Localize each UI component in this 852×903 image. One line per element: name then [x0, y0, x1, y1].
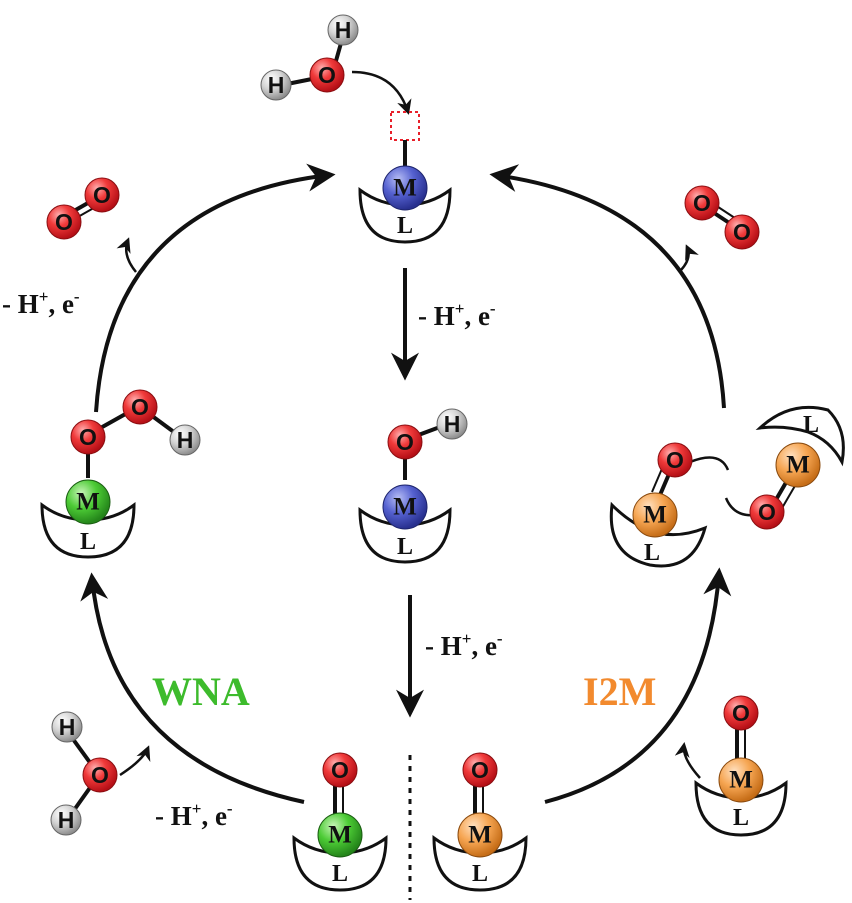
oxygen-atom — [84, 177, 120, 213]
svg-text:L: L — [803, 412, 819, 438]
metal-oxo-orange: O M L — [432, 752, 528, 892]
hydrogen-atom — [169, 424, 201, 456]
svg-text:L: L — [472, 861, 488, 887]
metal-oxo-green: O M L — [292, 752, 388, 892]
metal-hydroxo-complex: H O M L — [358, 408, 468, 564]
vacant-site-complex: M L — [358, 111, 452, 244]
metal-center-blue — [382, 165, 428, 211]
step-label-left-lower: - H+, e- — [155, 799, 233, 831]
oxygen-atom — [723, 695, 759, 731]
svg-text:L: L — [80, 529, 96, 555]
svg-text:O: O — [131, 394, 149, 420]
o2-release-arrow-right — [680, 244, 699, 271]
o2-release-arrow-left — [116, 237, 137, 273]
svg-text:O: O — [758, 499, 776, 525]
oxygen-atom — [70, 419, 106, 455]
svg-text:H: H — [444, 411, 461, 437]
metal-center-green — [317, 812, 363, 858]
mechanism-label-wna: WNA — [152, 669, 250, 714]
svg-text:O: O — [396, 429, 414, 455]
svg-text:O: O — [666, 447, 684, 473]
hydrogen-atom — [260, 69, 292, 101]
oxygen-atom — [684, 185, 720, 221]
oxygen-atom — [309, 57, 345, 93]
svg-text:L: L — [397, 534, 413, 560]
water-attack-arrow-left — [119, 745, 151, 777]
step-label-middle: - H+, e- — [425, 629, 503, 661]
svg-text:L: L — [644, 540, 660, 566]
hydrogen-atom — [327, 14, 359, 46]
oxygen-atom — [322, 752, 358, 788]
radical-coupling-pair: O M L O M L — [609, 405, 845, 568]
svg-text:O: O — [732, 700, 750, 726]
oxygen-atom — [462, 752, 498, 788]
svg-text:L: L — [733, 805, 749, 831]
svg-text:M: M — [393, 175, 417, 202]
arc-left-lower — [80, 572, 305, 804]
svg-text:O: O — [79, 424, 97, 450]
svg-text:L: L — [332, 861, 348, 887]
step-label-top: - H+, e- — [418, 299, 496, 331]
svg-text:O: O — [693, 190, 711, 216]
svg-text:H: H — [268, 72, 285, 98]
svg-text:O: O — [318, 62, 336, 88]
svg-text:H: H — [335, 17, 352, 43]
coupling-arrow-upper — [689, 456, 730, 471]
oxygen-atom — [657, 442, 693, 478]
svg-text:M: M — [643, 502, 667, 529]
oxygen-atom — [122, 389, 158, 425]
svg-text:M: M — [786, 452, 810, 479]
metal-center-orange — [718, 757, 764, 803]
vacant-coordination-site — [390, 111, 420, 141]
hydrogen-atom — [51, 711, 83, 743]
oxygen-atom — [749, 494, 785, 530]
oxygen-atom — [46, 204, 82, 240]
metal-center-green — [65, 479, 111, 525]
oxygen-atom — [724, 214, 760, 250]
svg-text:H: H — [58, 807, 75, 833]
hydrogen-atom — [436, 408, 468, 440]
metal-center-orange — [632, 492, 678, 538]
svg-text:M: M — [393, 494, 417, 521]
center-arrows — [391, 268, 424, 900]
hydrogen-atom — [50, 804, 82, 836]
oxygen-molecule-right: O O — [684, 185, 760, 250]
svg-text:M: M — [328, 822, 352, 849]
metal-oxo-orange-second: O M L — [694, 695, 788, 837]
svg-text:M: M — [468, 822, 492, 849]
metal-center-blue — [382, 484, 428, 530]
svg-text:O: O — [331, 757, 349, 783]
metal-center-orange — [457, 812, 503, 858]
svg-text:O: O — [55, 209, 73, 235]
arc-right-upper — [489, 164, 726, 409]
incoming-water-molecule: H H O — [50, 711, 118, 836]
svg-text:M: M — [729, 767, 753, 794]
arc-right-lower — [544, 567, 732, 804]
svg-text:L: L — [397, 213, 413, 239]
svg-text:M: M — [76, 489, 100, 516]
metal-hydroperoxo-complex: H O O M L — [40, 389, 201, 559]
svg-text:O: O — [733, 219, 751, 245]
metal-center-orange — [775, 442, 821, 488]
cycle-arcs — [80, 163, 732, 804]
svg-text:O: O — [471, 757, 489, 783]
step-label-left-upper: - H+, e- — [2, 287, 80, 319]
mechanism-label-i2m: I2M — [583, 669, 656, 714]
arc-left-upper — [94, 163, 336, 413]
svg-text:O: O — [93, 182, 111, 208]
svg-text:H: H — [59, 714, 76, 740]
oxo-enter-arrow-right — [674, 742, 701, 779]
ligand-cup — [755, 405, 845, 467]
oxygen-atom — [82, 757, 118, 793]
oxygen-atom — [387, 424, 423, 460]
svg-text:O: O — [91, 762, 109, 788]
oxygen-molecule-left: O O — [46, 177, 120, 240]
water-attack-arrow-top — [351, 70, 412, 115]
svg-text:H: H — [177, 427, 194, 453]
top-water-molecule: H H O — [260, 14, 359, 101]
